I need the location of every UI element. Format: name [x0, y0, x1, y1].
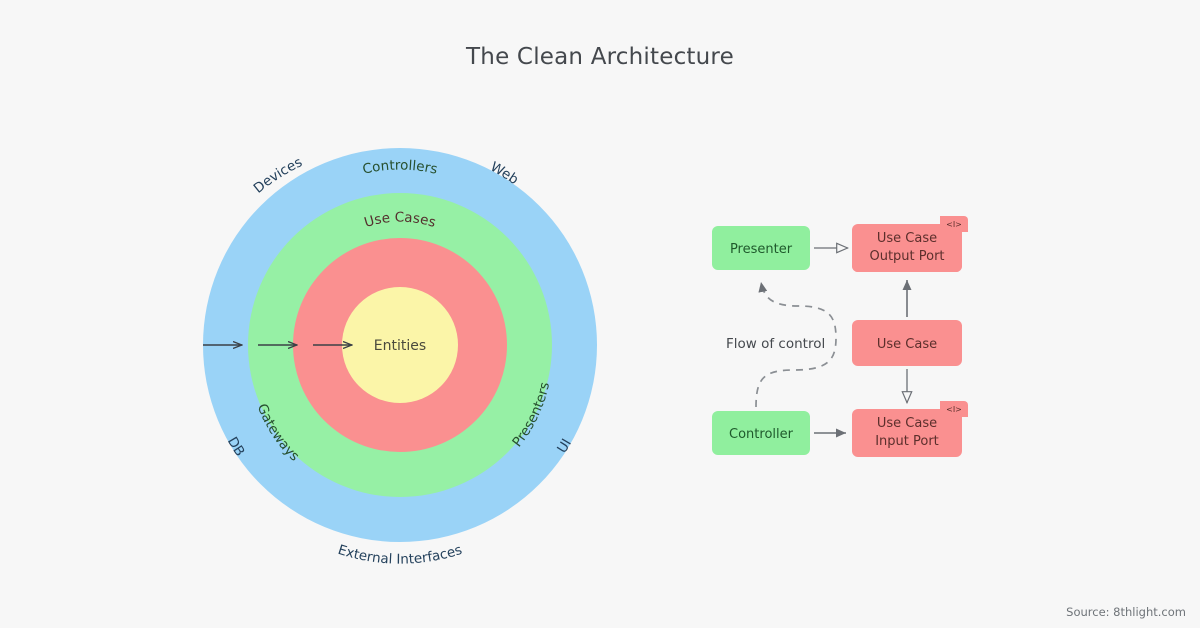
page-title: The Clean Architecture — [466, 44, 734, 70]
box-label-output-port-line1: Use Case — [877, 231, 937, 246]
ring-label-entities: Entities — [374, 338, 426, 354]
connector-flow-of-control — [755, 281, 837, 408]
clean-architecture-circles: Devices Web DB UI External Interfaces Co… — [145, 100, 655, 600]
ring-enterprise-business-rules — [342, 287, 458, 403]
box-label-input-port-line2: Input Port — [875, 434, 939, 449]
box-label-controller: Controller — [729, 427, 794, 442]
box-label-presenter: Presenter — [730, 242, 793, 257]
interface-tag-output-port: <I> — [946, 220, 962, 229]
box-use-case-input-port: <I> Use Case Input Port — [852, 401, 968, 457]
box-label-input-port-line1: Use Case — [877, 416, 937, 431]
box-presenter: Presenter — [712, 226, 810, 270]
source-credit: Source: 8thlight.com — [1066, 605, 1186, 619]
ring-label-controllers: Controllers — [361, 157, 439, 177]
box-label-output-port-line2: Output Port — [869, 249, 944, 264]
flow-of-control-label: Flow of control — [726, 336, 825, 352]
ring-label-use-cases: Use Cases — [362, 210, 437, 231]
box-use-case: Use Case — [852, 320, 962, 366]
flow-of-control-diagram: Presenter <I> Use Case Output Port Use C… — [690, 200, 1000, 490]
box-controller: Controller — [712, 411, 810, 455]
box-use-case-output-port: <I> Use Case Output Port — [852, 216, 968, 272]
interface-tag-input-port: <I> — [946, 405, 962, 414]
box-label-use-case: Use Case — [877, 337, 937, 352]
ring-label-external-interfaces: External Interfaces — [336, 542, 464, 568]
